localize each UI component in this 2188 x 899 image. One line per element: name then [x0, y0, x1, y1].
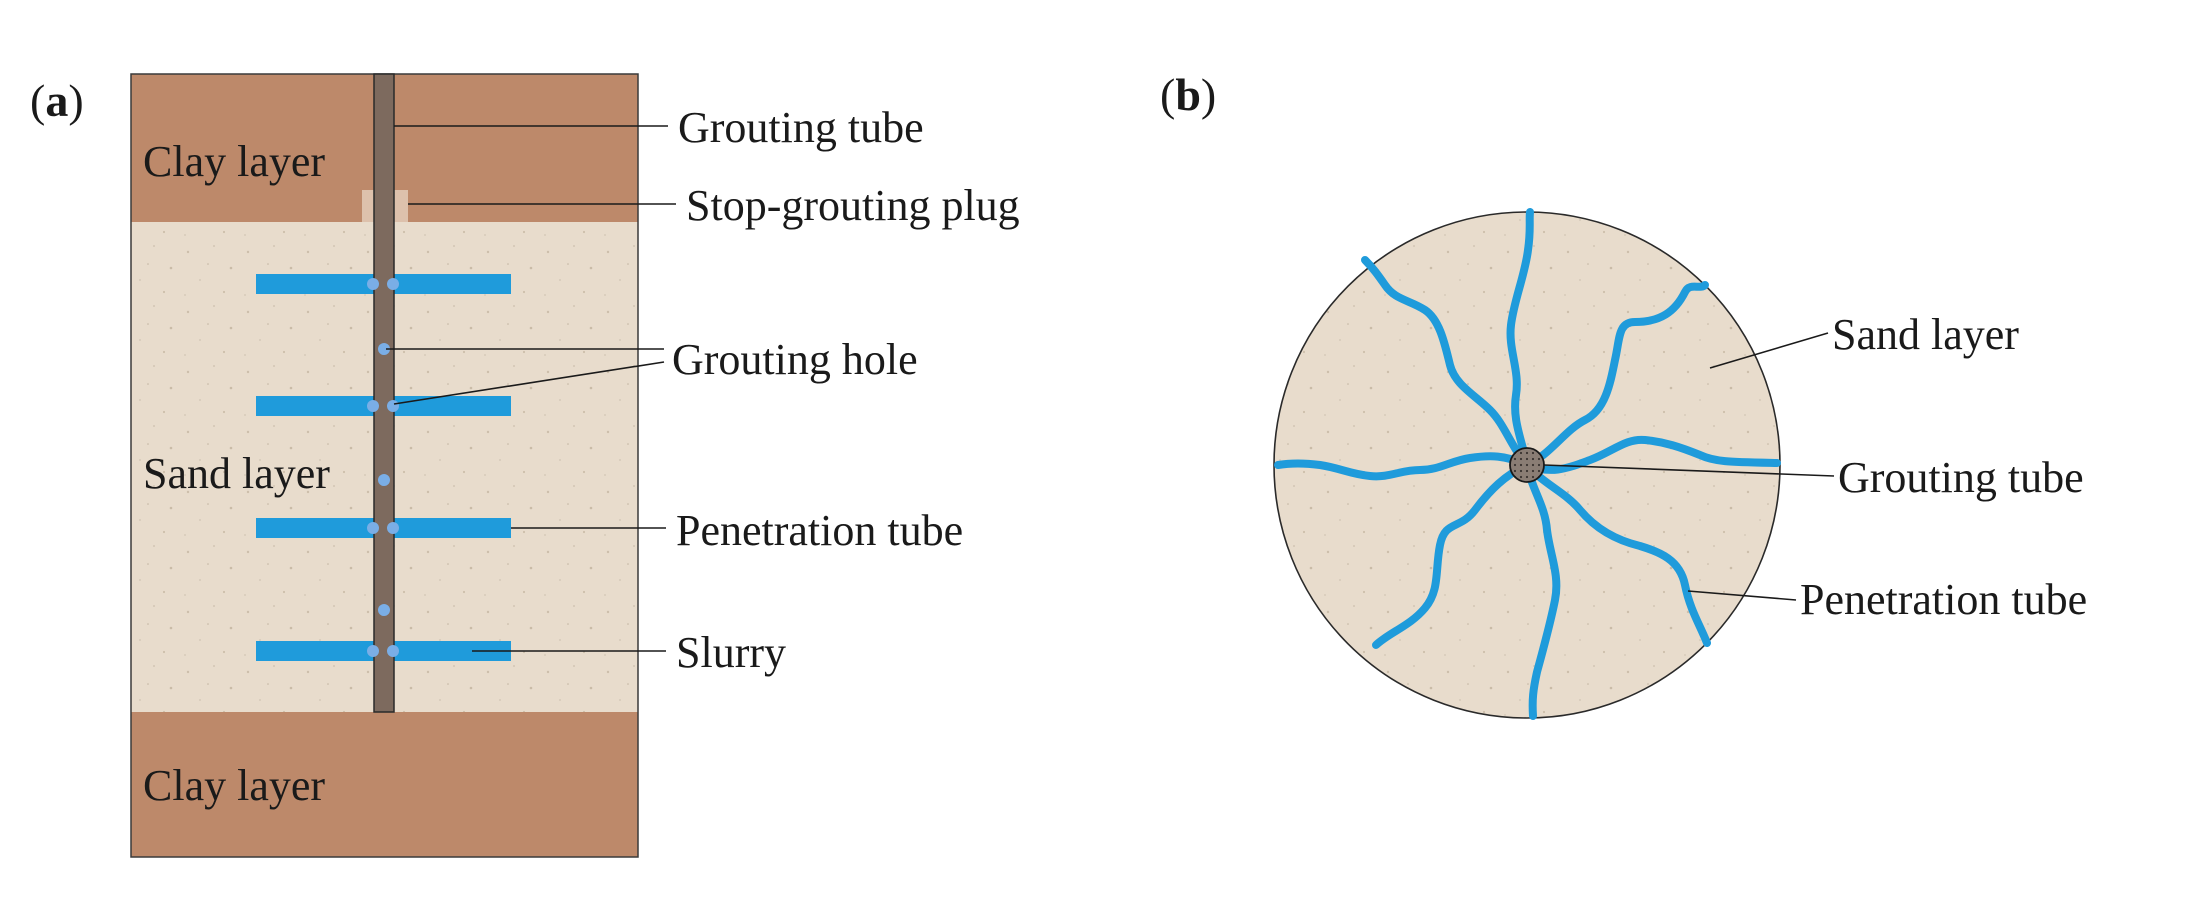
- branch-southeast: [1523, 461, 1711, 647]
- sand-layer-label: Sand layer: [143, 449, 330, 498]
- grouting-tube-callout: Grouting tube: [678, 103, 924, 152]
- branch-northwest: [1361, 256, 1531, 469]
- grouting-hole-4: [367, 400, 379, 412]
- branch-west: [1274, 452, 1531, 481]
- grouting-hole-9: [378, 604, 390, 616]
- plan-grouting-tube-callout: Grouting tube: [1838, 453, 2084, 502]
- grouting-hole-leader-2: [393, 361, 665, 405]
- grouting-hole-2: [387, 278, 399, 290]
- branch-southwest: [1372, 461, 1531, 649]
- panel-b: (b) Sand layer Grouting tube Penetration…: [1160, 69, 2087, 720]
- penetration-tube-network: [1274, 208, 1781, 720]
- grouting-hole-callout: Grouting hole: [672, 335, 918, 384]
- bottom-clay-label: Clay layer: [143, 761, 325, 810]
- grouting-hole-11: [387, 645, 399, 657]
- plan-penetration-tube-leader: [1687, 590, 1797, 601]
- slurry-callout: Slurry: [676, 628, 786, 677]
- sand-layer-callout: Sand layer: [1832, 310, 2019, 359]
- plan-grouting-tube-leader: [1543, 464, 1835, 477]
- plan-penetration-tube-callout: Penetration tube: [1800, 575, 2087, 624]
- grouting-hole-7: [367, 522, 379, 534]
- panel-a-label: (a): [30, 75, 84, 126]
- grouting-hole-8: [387, 522, 399, 534]
- sand-layer-leader: [1709, 332, 1829, 369]
- grouting-hole-3: [378, 343, 390, 355]
- bottom-clay-layer: [131, 712, 638, 857]
- grouting-hole-5: [387, 400, 399, 412]
- top-clay-label: Clay layer: [143, 137, 325, 186]
- plan-grouting-tube: [1509, 447, 1545, 483]
- branch-south: [1523, 461, 1561, 720]
- panel-a: (a) Clay layer Sand layer Clay layer: [30, 73, 1020, 858]
- panel-b-label: (b): [1160, 69, 1216, 120]
- grouting-tube: [373, 73, 395, 713]
- branch-east: [1523, 435, 1781, 474]
- branch-north: [1506, 208, 1534, 469]
- penetration-tube-callout: Penetration tube: [676, 506, 963, 555]
- grouting-hole-1: [367, 278, 379, 290]
- grouting-hole-10: [367, 645, 379, 657]
- branch-northeast: [1523, 281, 1709, 469]
- grouting-hole-6: [378, 474, 390, 486]
- stop-plug-callout: Stop-grouting plug: [686, 181, 1020, 230]
